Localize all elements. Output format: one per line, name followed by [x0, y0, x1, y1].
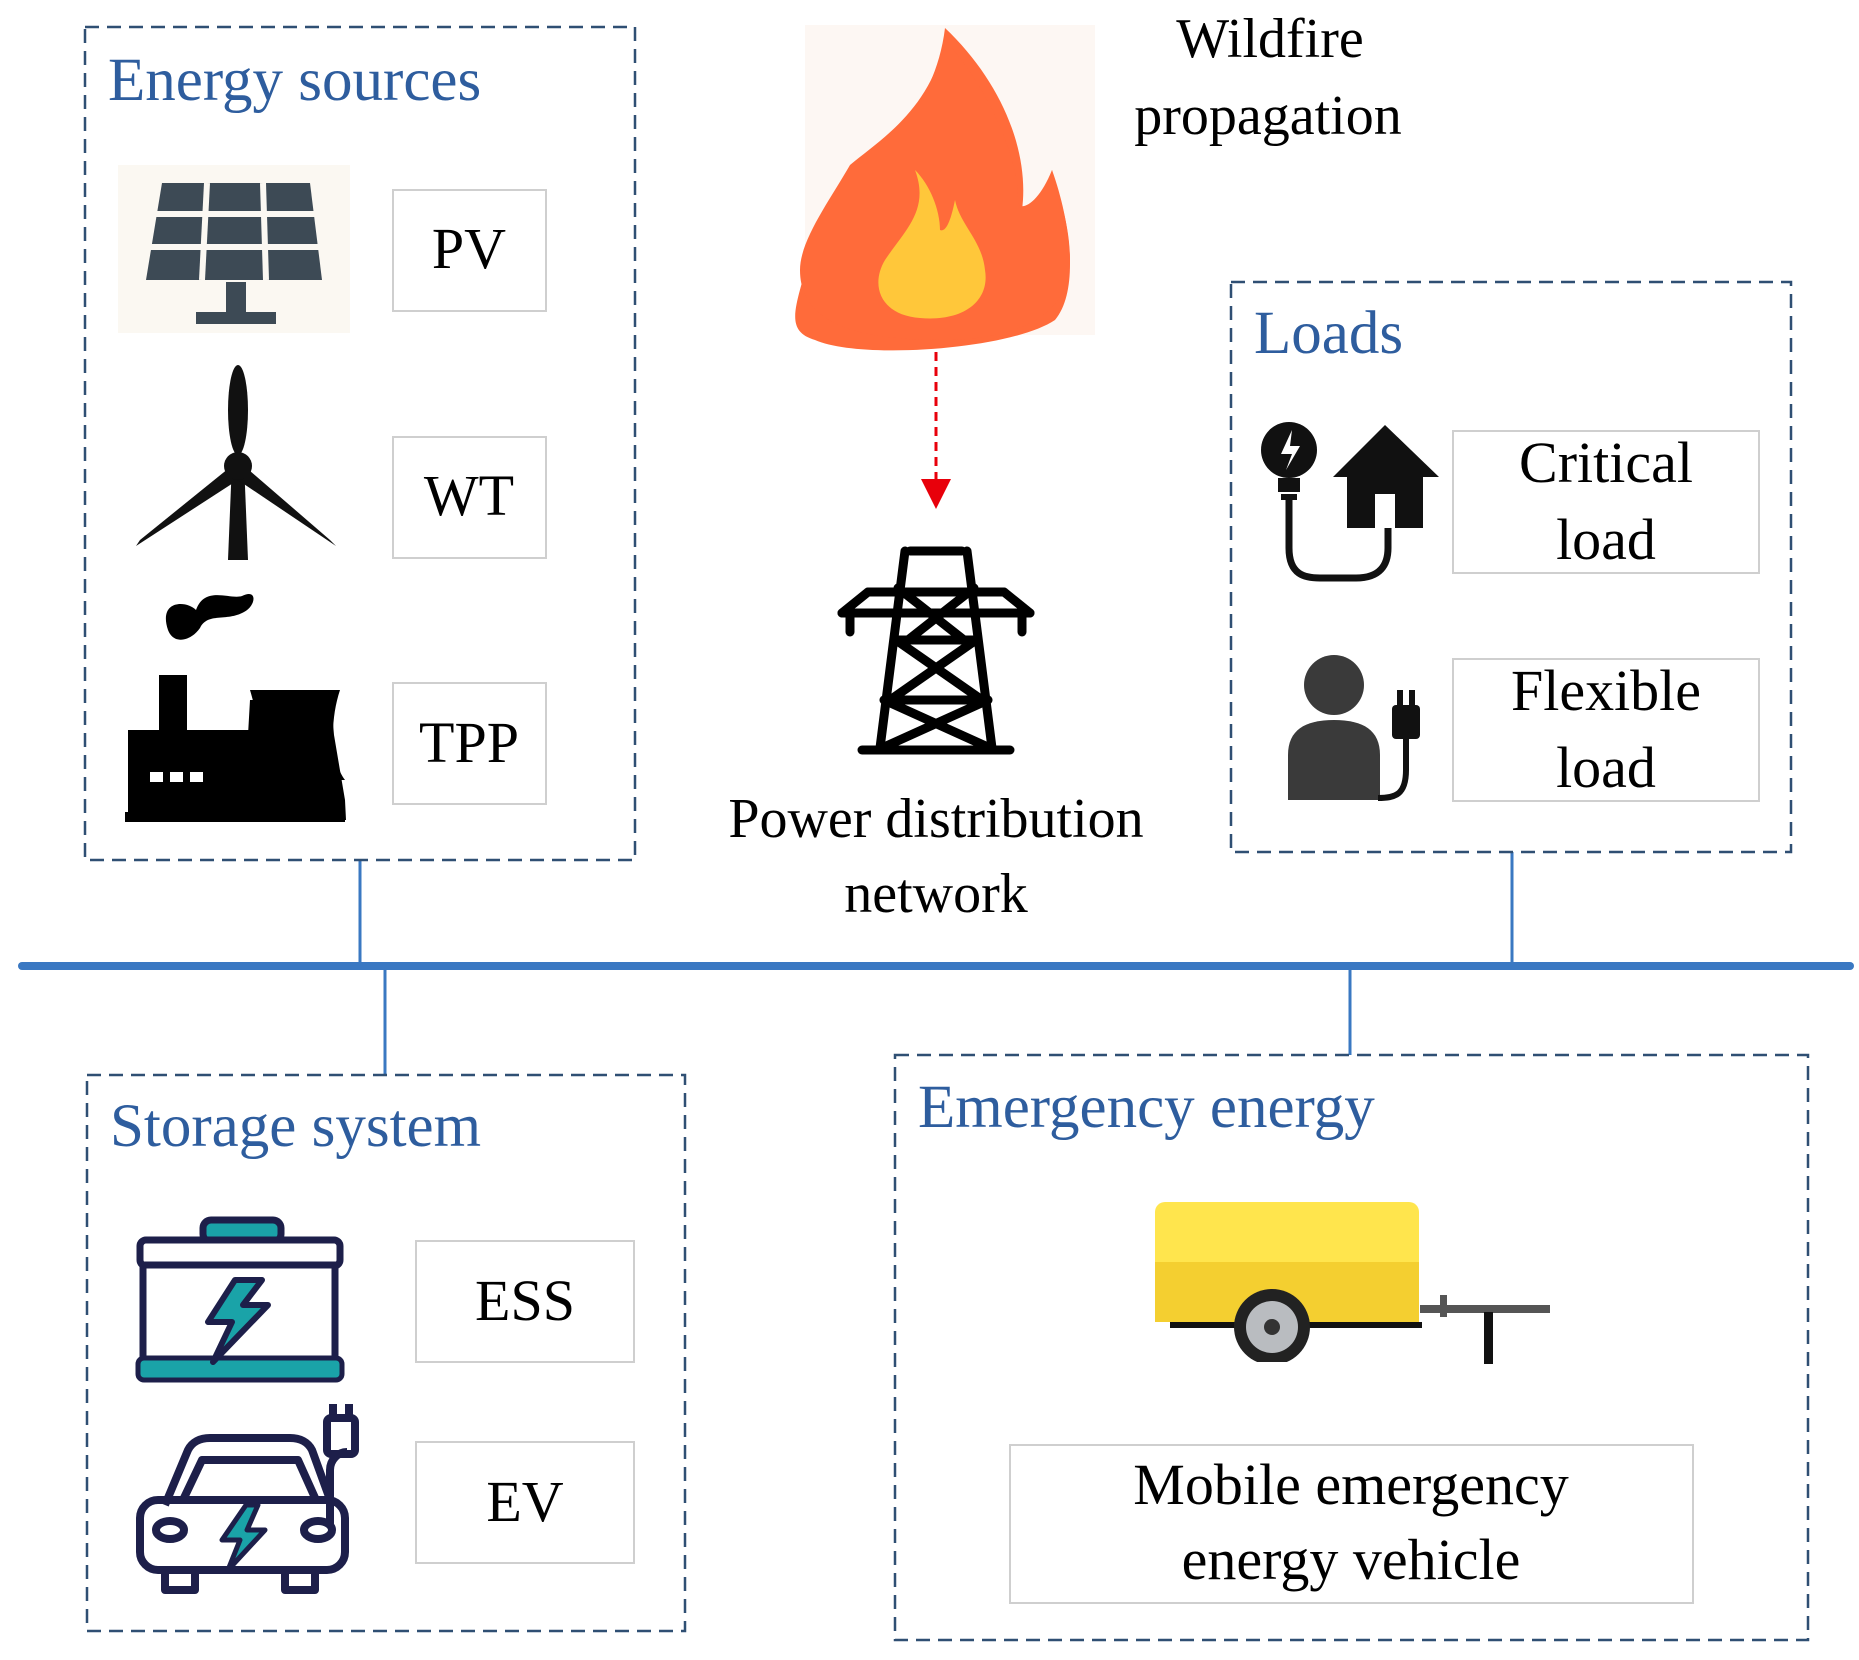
tpp-label-box: TPP	[392, 682, 547, 805]
network-label-line2: network	[844, 863, 1028, 925]
house-bulb-icon	[1261, 422, 1439, 582]
emergency-title: Emergency energy	[918, 1074, 1375, 1141]
ess-label: ESS	[475, 1268, 575, 1333]
network-label-line1: Power distribution	[728, 788, 1143, 850]
ev-label-box: EV	[415, 1441, 635, 1564]
wildfire-label-line2: propagation	[1134, 85, 1401, 147]
person-plug-icon	[1288, 655, 1420, 801]
ev-label: EV	[486, 1469, 563, 1534]
loads-title: Loads	[1254, 300, 1403, 367]
pv-label: PV	[432, 216, 506, 281]
critical-load-line1: Critical	[1519, 430, 1693, 495]
wt-label: WT	[424, 463, 514, 528]
flexible-load-box: Flexible load	[1452, 658, 1760, 802]
critical-load-line2: load	[1556, 507, 1656, 572]
storage-border	[85, 1073, 687, 1633]
fire-icon	[795, 25, 1095, 351]
mobile-vehicle-box: Mobile emergency energy vehicle	[1009, 1444, 1694, 1604]
mobile-vehicle-line1: Mobile emergency	[1133, 1452, 1568, 1517]
power-plant-icon	[125, 593, 346, 822]
storage-title: Storage system	[110, 1093, 481, 1160]
wind-turbine-icon	[136, 365, 336, 560]
transmission-tower-icon	[837, 546, 1035, 755]
flexible-load-line2: load	[1556, 735, 1656, 800]
wildfire-label-line1: Wildfire	[1176, 8, 1363, 70]
electric-car-icon	[136, 1404, 359, 1594]
tpp-label: TPP	[419, 710, 519, 775]
critical-load-box: Critical load	[1452, 430, 1760, 574]
emergency-energy-group: Emergency energy Mobile emergency energy…	[893, 1053, 1810, 1642]
solar-panel-icon	[118, 165, 350, 333]
energy-sources-title: Energy sources	[108, 47, 481, 114]
loads-border	[1229, 280, 1793, 854]
wt-label-box: WT	[392, 436, 547, 559]
loads-group: Loads Critical load Flexible lo	[1229, 280, 1793, 854]
pv-label-box: PV	[392, 189, 547, 312]
flexible-load-line1: Flexible	[1511, 658, 1701, 723]
energy-sources-border	[83, 25, 637, 862]
storage-system-group: Storage system ESS	[85, 1073, 687, 1633]
energy-sources-group: Energy sources PV WT	[83, 25, 637, 862]
mobile-vehicle-line2: energy vehicle	[1182, 1527, 1521, 1592]
ess-label-box: ESS	[415, 1240, 635, 1363]
battery-icon	[135, 1216, 345, 1383]
trailer-generator-icon	[1155, 1202, 1550, 1368]
